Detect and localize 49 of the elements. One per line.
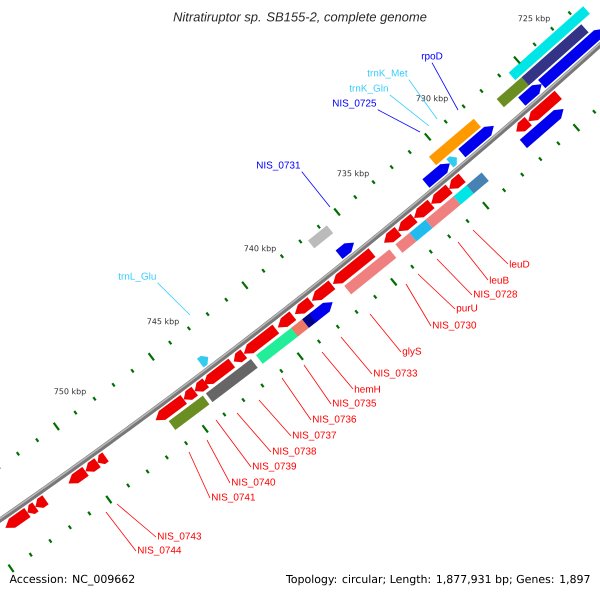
gene-label: NIS_0741 xyxy=(212,494,256,502)
gene-label: NIS_0733 xyxy=(374,370,418,378)
leader-line xyxy=(282,378,312,420)
accession-text: Accession: NC_009662 xyxy=(10,574,134,586)
leader-line xyxy=(304,364,332,404)
gene-label: trnK_Met xyxy=(367,70,408,78)
gene-label: NIS_0743 xyxy=(158,532,202,542)
gene-label: trnK_Gln xyxy=(349,84,388,94)
gene-label: NIS_0738 xyxy=(273,448,316,456)
gene-label: leuD xyxy=(510,260,530,268)
leader-line xyxy=(157,282,190,316)
leader-line xyxy=(408,79,438,120)
gene-label: NIS_0730 xyxy=(433,322,476,330)
gene-label: trnL_Glu xyxy=(118,272,156,282)
leader-line xyxy=(340,336,372,374)
gene-label: NIS_0737 xyxy=(293,432,336,440)
gene-label: NIS_0744 xyxy=(138,546,182,556)
leader-line xyxy=(418,274,456,310)
leader-line xyxy=(370,314,402,352)
leader-line xyxy=(106,512,136,552)
gene-label: purU xyxy=(456,304,478,314)
leader-line xyxy=(216,420,252,468)
gene-label: rpoD xyxy=(422,52,442,62)
leader-line xyxy=(436,258,472,296)
leader-line xyxy=(472,230,508,264)
gene-label: NIS_0725 xyxy=(333,100,376,108)
gene-label: NIS_0731 xyxy=(257,162,300,170)
gene-label: NIS_0740 xyxy=(232,478,276,488)
leader-line xyxy=(377,109,420,132)
genome-info-text: Topology: circular; Length: 1,877,931 bp; Genes: 1,897 xyxy=(286,574,590,586)
leader-line xyxy=(432,62,458,110)
leader-line xyxy=(188,452,210,498)
gene-label: NIS_0728 xyxy=(474,290,518,300)
leader-line xyxy=(458,242,488,280)
leader-line xyxy=(258,400,292,436)
leader-line xyxy=(206,440,230,484)
leader-line xyxy=(236,412,272,452)
leader-line xyxy=(116,504,156,538)
leader-line xyxy=(301,171,330,208)
gene-label: NIS_0736 xyxy=(313,416,356,424)
gene-label: glyS xyxy=(402,347,422,357)
gene-label: NIS_0735 xyxy=(333,400,376,408)
leader-line xyxy=(322,352,354,390)
leader-line xyxy=(389,94,430,126)
gene-label: hemH xyxy=(354,385,380,393)
leader-line xyxy=(406,284,432,326)
title: Nitratiruptor sp. SB155-2, complete genome xyxy=(173,12,426,24)
gene-label: leuB xyxy=(490,276,509,284)
gene-label: NIS_0739 xyxy=(253,462,296,472)
